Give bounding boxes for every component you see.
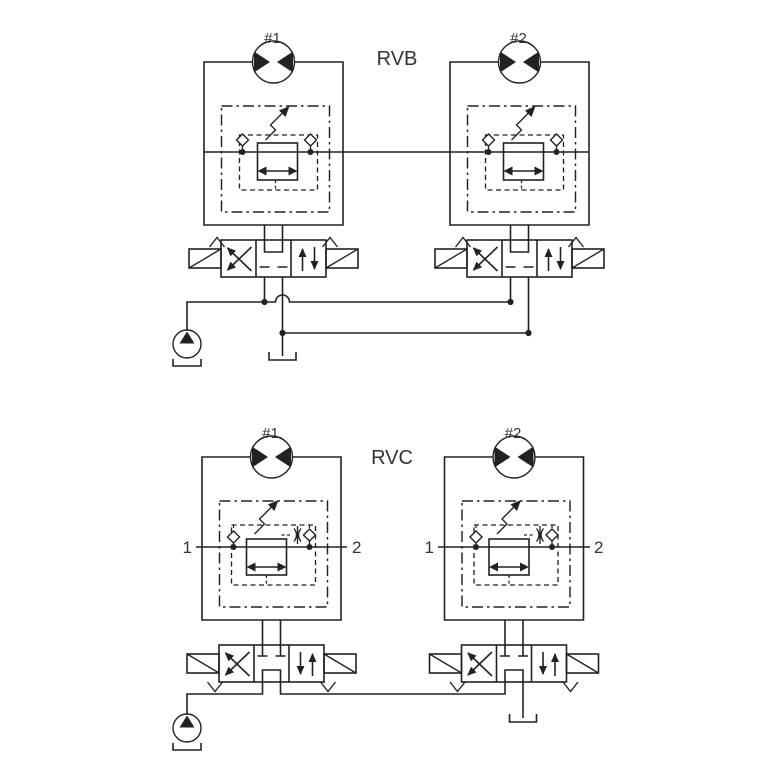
valve-block-rvb-2 xyxy=(449,61,590,226)
pump-2 xyxy=(172,713,202,751)
motor-label: #2 xyxy=(505,425,522,442)
motor-1-icon xyxy=(249,435,294,479)
interconnect-line xyxy=(279,682,506,695)
directional-valve-1 xyxy=(187,645,356,692)
valve-port-stubs xyxy=(261,620,524,645)
valve-block-rvc-2 xyxy=(443,456,585,621)
valve-port-stubs xyxy=(263,225,530,240)
motor-label: #1 xyxy=(262,425,279,442)
pump-supply-line xyxy=(186,682,264,714)
junction-dot xyxy=(507,298,514,306)
section-rvc: RVC #1 1 2 #2 1 2 xyxy=(172,425,603,751)
junction-dot xyxy=(261,298,268,306)
port-label: 1 xyxy=(425,538,434,557)
valve-block-rvb-1 xyxy=(203,61,344,226)
section-label: RVC xyxy=(371,447,413,469)
junction-dot xyxy=(279,329,286,337)
section-rvb: RVB #1 #2 xyxy=(172,30,604,367)
directional-valve-2 xyxy=(435,238,604,278)
section-label: RVB xyxy=(377,48,418,70)
port-label: 2 xyxy=(352,538,361,557)
directional-valve-1 xyxy=(189,238,358,278)
pump-1 xyxy=(172,329,202,367)
port-label: 2 xyxy=(594,538,603,557)
motor-2-icon xyxy=(497,40,542,84)
motor-1-icon xyxy=(251,40,296,84)
motor-label: #1 xyxy=(264,30,281,47)
motor-label: #2 xyxy=(510,30,527,47)
pressure-line-with-jump xyxy=(186,294,511,330)
port-label: 1 xyxy=(183,538,192,557)
valve-block-rvc-1 xyxy=(201,456,342,621)
directional-valve-2 xyxy=(430,645,599,692)
motor-2-icon xyxy=(492,435,536,479)
junction-dot xyxy=(525,329,532,337)
return-drop-lines xyxy=(263,277,530,356)
